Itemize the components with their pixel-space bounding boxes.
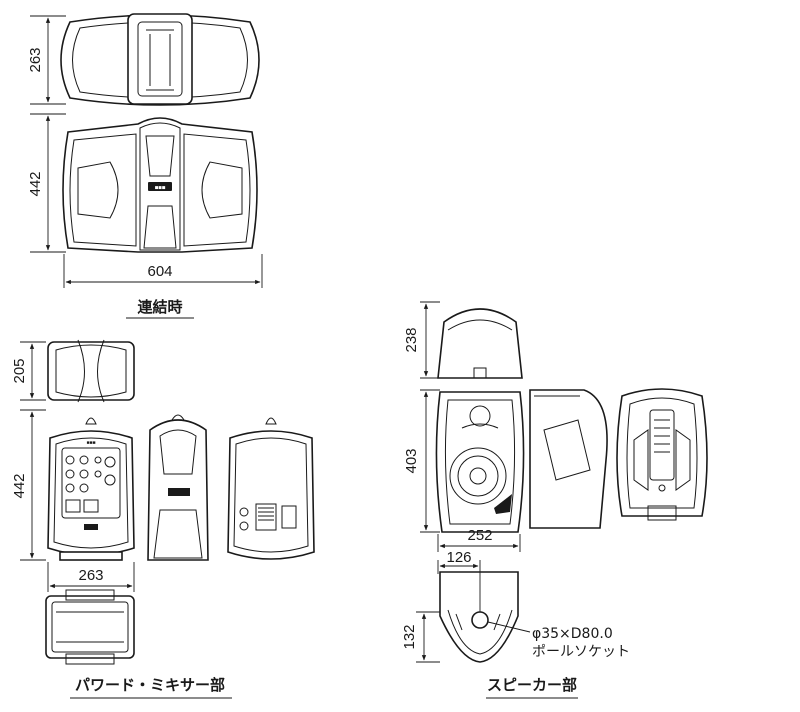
speaker-width-label: 252	[467, 527, 492, 544]
svg-text:■■■: ■■■	[155, 186, 166, 192]
combined-dims	[30, 15, 263, 288]
pole-socket-spec: φ35×D80.0	[532, 626, 613, 642]
speaker-top-view	[437, 308, 523, 379]
mixer-width-label: 263	[78, 567, 103, 584]
speaker-caption: スピーカー部	[487, 676, 577, 694]
svg-text:■■■: ■■■	[86, 440, 95, 446]
pole-socket-label: ポールソケット	[532, 644, 630, 660]
speaker-bottom-offset-label: 126	[446, 549, 471, 566]
mixer-side-view	[147, 414, 209, 561]
speaker-bottom-view	[439, 571, 519, 663]
logo-badge-icon	[148, 182, 172, 191]
speaker-side-view	[529, 389, 608, 529]
mixer-caption: パワード・ミキサー部	[75, 676, 225, 694]
speaker-bottom-height-label: 132	[401, 624, 418, 649]
mixer-rear-view	[227, 417, 315, 560]
speaker-front-view	[435, 391, 525, 533]
combined-top-depth-label: 263	[27, 47, 44, 72]
combined-height-label: 442	[27, 171, 44, 196]
mixer-front-view: ■■■	[47, 417, 135, 561]
mixer-top-view	[47, 339, 135, 403]
speaker-depth-label: 238	[403, 327, 420, 352]
combined-width-label: 604	[147, 263, 172, 280]
speaker-height-label: 403	[403, 448, 420, 473]
combined-top-view	[60, 13, 260, 106]
speaker-dims	[416, 301, 531, 663]
mixer-height-label: 442	[11, 473, 28, 498]
mixer-dims	[20, 341, 135, 592]
combined-front-view: ■■■	[62, 117, 258, 253]
mixer-depth-label: 205	[11, 358, 28, 383]
combined-caption: 連結時	[137, 298, 182, 316]
speaker-rear-view	[616, 388, 708, 521]
mixer-bottom-view	[45, 589, 135, 665]
